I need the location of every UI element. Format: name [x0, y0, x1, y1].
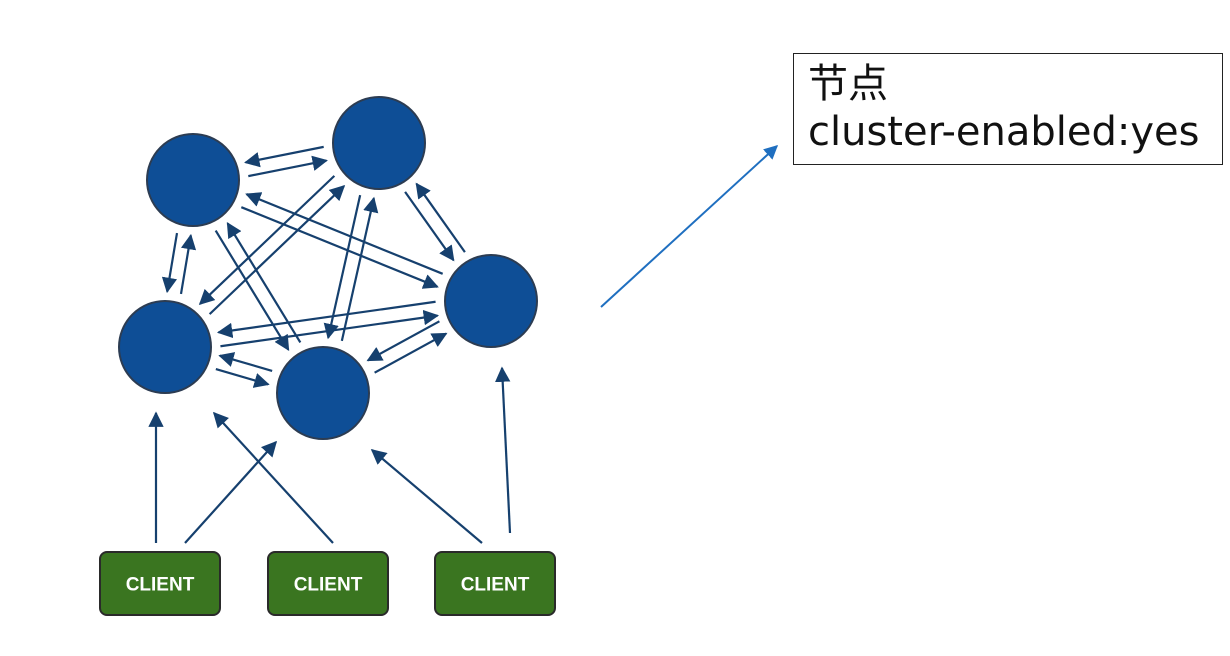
cluster-node-5 [276, 346, 370, 440]
client-to-node-arrow [370, 449, 483, 544]
node-edge-arrow [244, 145, 324, 168]
cluster-node-1 [146, 133, 240, 227]
cluster-node-3 [444, 254, 538, 348]
client-to-node-arrow [494, 366, 512, 534]
node-edge-arrow [214, 230, 290, 352]
client-label: CLIENT [294, 575, 363, 596]
node-edge-arrow [220, 309, 440, 348]
node-edge-arrow [404, 191, 455, 262]
client-box-1: CLIENT [99, 551, 221, 616]
client-to-node-arrow [212, 411, 334, 544]
node-edge-arrow [208, 184, 346, 315]
node-edge-arrow [415, 182, 466, 253]
node-edge-arrow [226, 221, 302, 343]
node-edge-arrow [366, 320, 440, 362]
client-to-node-arrow [184, 440, 278, 544]
cluster-node-2 [332, 96, 426, 190]
node-edge-arrow [198, 175, 336, 306]
callout-title: 节点 [808, 61, 888, 107]
client-label: CLIENT [126, 575, 195, 596]
node-edge-arrow [323, 194, 362, 340]
node-edge-arrow [215, 368, 270, 388]
node-edge-arrow [161, 232, 179, 294]
node-edge-arrow [248, 155, 328, 178]
node-config-callout: 节点 cluster-enabled:yes [793, 53, 1223, 165]
node-edge-arrow [245, 192, 444, 275]
node-edge-arrow [374, 332, 448, 374]
node-edge-arrow [218, 352, 273, 372]
client-box-2: CLIENT [267, 551, 389, 616]
node-edge-arrow [216, 300, 436, 339]
client-box-shape [99, 551, 221, 616]
callout-pointer-arrow [600, 145, 779, 308]
client-box-shape [267, 551, 389, 616]
node-edge-arrow [340, 196, 379, 342]
cluster-nodes [118, 96, 538, 440]
client-connections [148, 366, 512, 544]
node-edge-arrow [240, 206, 439, 289]
client-boxes: CLIENT CLIENT CLIENT [99, 551, 556, 616]
node-connections [161, 145, 466, 388]
node-edge-arrow [179, 233, 197, 295]
client-box-shape [434, 551, 556, 616]
client-label: CLIENT [461, 575, 530, 596]
cluster-node-4 [118, 300, 212, 394]
client-box-3: CLIENT [434, 551, 556, 616]
callout-config-line: cluster-enabled:yes [808, 109, 1200, 155]
